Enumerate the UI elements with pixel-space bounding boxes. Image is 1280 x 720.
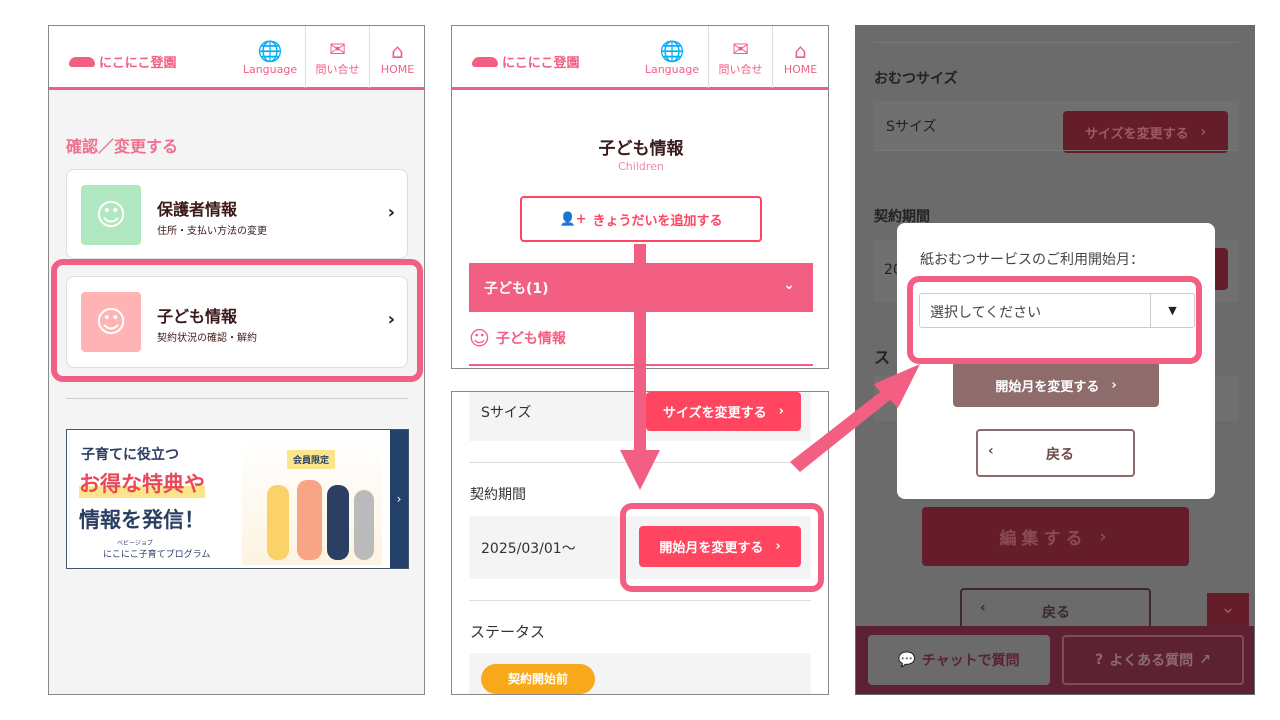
arrow-down-head	[620, 450, 660, 490]
page-title: 子ども情報	[598, 139, 684, 159]
arrow-diagonal	[790, 364, 920, 472]
modal-back-button[interactable]: ‹ 戻る	[976, 429, 1135, 477]
chevron-right-icon: ›	[387, 202, 395, 223]
footer-bar: 💬チャットで質問 ?よくある質問↗	[856, 626, 1254, 694]
parent-child-icon: ☺	[81, 185, 141, 245]
mail-icon: ✉	[329, 37, 346, 61]
highlight-box	[907, 276, 1202, 364]
child-face-icon: ☺	[81, 292, 141, 352]
nav-home[interactable]: ⌂HOME	[772, 26, 828, 88]
card-child-info[interactable]: ☺ 子ども情報 契約状況の確認・解約 ›	[66, 276, 408, 368]
nav-contact[interactable]: ✉問い合せ	[708, 26, 772, 88]
chevron-right-icon: ›	[775, 539, 781, 554]
card-guardian-info[interactable]: ☺ 保護者情報 住所・支払い方法の変更 ›	[66, 169, 408, 259]
nav-language[interactable]: 🌐Language	[242, 38, 298, 76]
home-icon: ⌂	[794, 38, 807, 63]
caret-down-icon: ▼	[1150, 294, 1194, 327]
logo[interactable]: にこにこ登園	[69, 52, 176, 71]
arrow-down-shaft	[634, 244, 646, 452]
page-subtitle: Children	[618, 160, 664, 173]
divider	[874, 42, 1238, 43]
screen-menu: にこにこ登園 🌐Language ✉問い合せ ⌂HOME 確認／変更する ☺ 保…	[48, 25, 425, 695]
chevron-left-icon: ‹	[988, 443, 994, 459]
chat-button[interactable]: 💬チャットで質問	[868, 635, 1050, 685]
edit-button[interactable]: 編集する›	[922, 507, 1189, 566]
scroll-down-button[interactable]: ⌄	[1207, 593, 1249, 628]
app-header: にこにこ登園 🌐Language ✉問い合せ ⌂HOME	[452, 26, 828, 90]
add-sibling-button[interactable]: 👤+きょうだいを追加する	[520, 196, 762, 242]
status-badge: 契約開始前	[481, 664, 595, 694]
divider	[874, 150, 1238, 151]
faq-button[interactable]: ?よくある質問↗	[1062, 635, 1244, 685]
highlight-box	[51, 259, 423, 382]
chevron-right-icon: ›	[778, 404, 784, 419]
change-start-month-button[interactable]: 開始月を変更する›	[639, 526, 801, 567]
globe-icon: 🌐	[659, 38, 685, 63]
start-month-select[interactable]: 選択してください ▼	[919, 293, 1195, 328]
child-face-icon: ☺	[469, 326, 490, 350]
change-start-month-button[interactable]: 開始月を変更する›	[953, 363, 1159, 407]
chat-icon: 💬	[898, 652, 916, 668]
family-illustration: 会員限定	[242, 440, 382, 565]
highlight-box	[620, 503, 824, 592]
chevron-right-icon: ›	[1111, 377, 1117, 393]
chevron-left-icon: ‹	[980, 600, 986, 616]
nav-home[interactable]: ⌂HOME	[369, 26, 424, 88]
chevron-down-icon: ⌄	[783, 277, 795, 293]
app-header: にこにこ登園 🌐Language ✉問い合せ ⌂HOME	[49, 26, 424, 90]
external-link-icon: ↗	[1199, 652, 1211, 668]
mail-icon: ✉	[732, 37, 749, 61]
section-child-info: ☺子ども情報	[469, 326, 566, 350]
divider	[66, 398, 408, 399]
change-size-button[interactable]: サイズを変更する›	[1063, 111, 1228, 153]
question-icon: ?	[1095, 652, 1104, 668]
chevron-right-icon[interactable]: ›	[390, 430, 408, 568]
section-title: 確認／変更する	[66, 137, 179, 156]
globe-icon: 🌐	[257, 38, 283, 63]
home-icon: ⌂	[391, 38, 404, 63]
user-plus-icon: 👤+	[559, 211, 587, 227]
change-size-button[interactable]: サイズを変更する›	[646, 392, 801, 431]
chevron-right-icon: ›	[387, 309, 395, 330]
screen-modal: おむつサイズ Sサイズ サイズを変更する› 契約期間 20 ス 編集する› ‹ …	[855, 25, 1255, 695]
nav-language[interactable]: 🌐Language	[644, 38, 700, 76]
nav-contact[interactable]: ✉問い合せ	[305, 26, 369, 88]
divider	[469, 600, 811, 601]
promo-banner[interactable]: 子育てに役立つ お得な特典や 情報を発信！ ベビージョブ にこにこ子育てプログラ…	[66, 429, 409, 569]
screen-child-info-bottom: Sサイズ サイズを変更する› 契約期間 2025/03/01〜 開始月を変更する…	[451, 391, 829, 695]
logo[interactable]: にこにこ登園	[472, 52, 579, 71]
